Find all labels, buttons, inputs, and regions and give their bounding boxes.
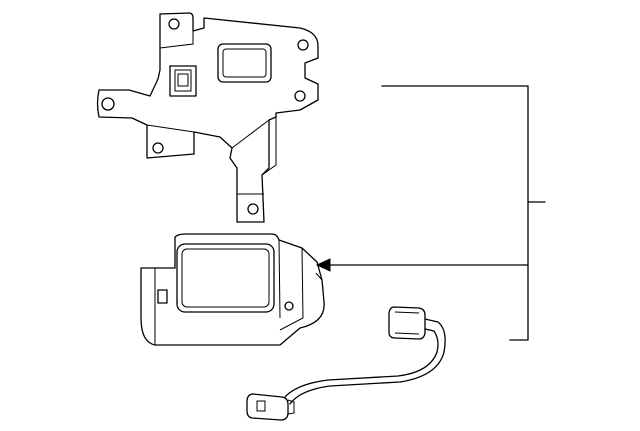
bracket-hole-4 [101,97,115,111]
module-notch [315,272,323,281]
bracket-hole-3 [294,90,306,102]
harness-connector-top-ribs [394,311,420,335]
module-side-line [279,247,304,331]
bracket-clip-inner [174,69,192,92]
control-module [140,233,325,346]
bracket-window-inner [222,48,267,78]
wire-harness [246,306,446,421]
bracket-hole-6 [247,203,259,215]
bracket-clip-slot [177,73,189,87]
module-edge-line [278,239,281,319]
module-left-flange [141,267,156,345]
harness-connector-bottom-boot [287,399,295,415]
bracket-hole-5 [152,142,164,154]
bracket-bend-line-2 [231,119,270,149]
bracket-hole-1 [168,18,180,30]
harness-connector-top [388,306,426,340]
bracket-top-flange [159,31,194,49]
harness-wire-a [289,318,446,405]
harness-wire-b [283,328,439,399]
mounting-bracket [96,12,319,223]
bracket-outline [96,12,319,223]
bracket-window [217,43,272,83]
module-label-frame [176,243,275,313]
bracket-bend-line [146,124,195,133]
bracket-clip [169,65,197,97]
callout-arrowhead [315,258,331,272]
callout-leader [315,85,546,341]
bracket-side-rail [261,117,277,176]
module-hole-right [284,301,294,311]
callout-bracket-line [381,85,529,341]
module-hole-left [157,289,168,304]
harness-connector-bottom [246,393,289,421]
bracket-hole-2 [297,39,309,51]
harness-connector-bottom-latch [256,400,266,412]
module-label-area [181,248,270,308]
